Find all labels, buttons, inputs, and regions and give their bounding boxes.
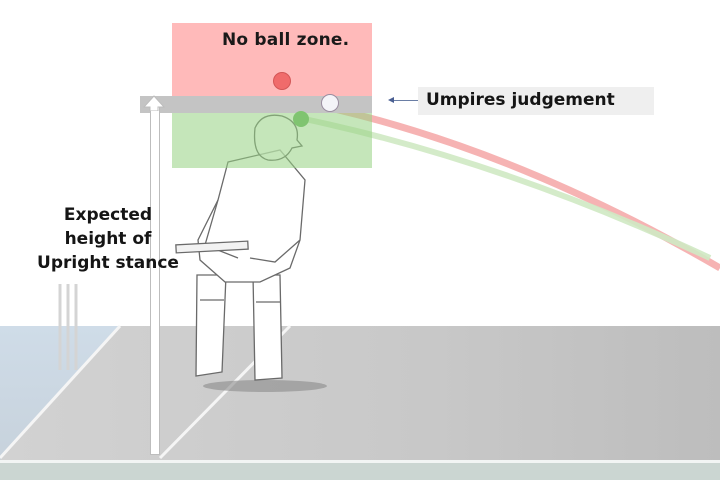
- pointer-line: [392, 100, 420, 101]
- expected-height-line3: Upright stance: [37, 253, 179, 273]
- no-ball-zone: [172, 23, 372, 96]
- white-ball: [321, 94, 339, 112]
- pitch-edge-line: [0, 460, 720, 463]
- umpires-judgement-box: [418, 87, 654, 115]
- expected-height-label: Expected height of Upright stance: [28, 203, 188, 275]
- stumps-icon: [58, 284, 78, 370]
- height-indicator-pole: [150, 106, 160, 455]
- no-ball-zone-label: No ball zone.: [222, 30, 350, 50]
- safe-zone: [172, 113, 372, 168]
- red-ball: [273, 72, 291, 90]
- green-ball: [293, 111, 309, 127]
- batsman-figure: [175, 114, 327, 392]
- umpires-judgement-label: Umpires judgement: [426, 90, 615, 110]
- expected-height-line2: height of: [64, 229, 152, 249]
- pitch-surface: [0, 326, 720, 460]
- umpire-judgement-line: [140, 96, 372, 113]
- expected-height-line1: Expected: [63, 205, 153, 225]
- return-crease-left: [0, 324, 122, 460]
- ground-strip: [0, 463, 720, 480]
- arrow-up-icon: [143, 95, 165, 111]
- arrow-left-icon: [388, 97, 394, 103]
